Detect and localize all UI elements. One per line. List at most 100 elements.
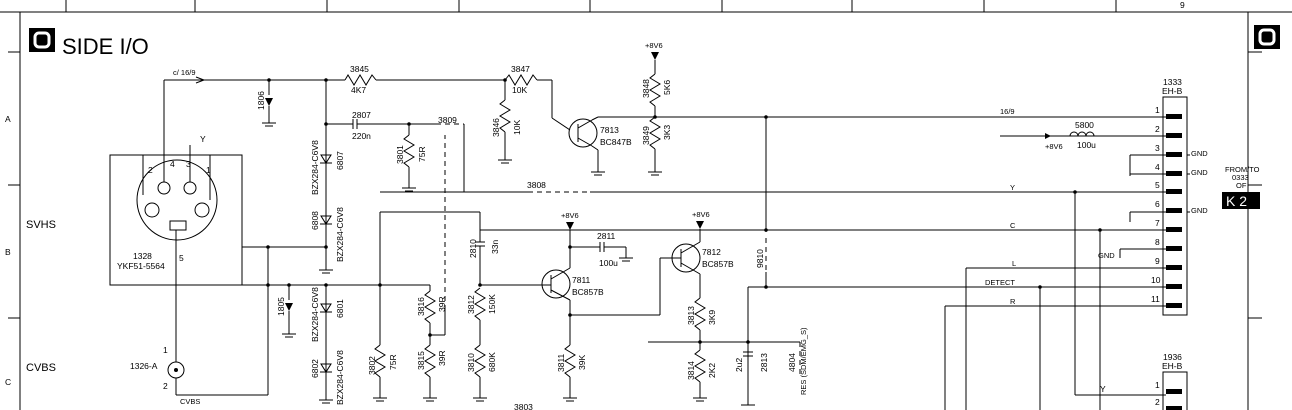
d6801-part: BZX284-C6V8 <box>310 287 320 342</box>
row-marker-b: B <box>5 247 11 257</box>
f1805-ref: 1805 <box>276 297 286 316</box>
d6807-ref: 6807 <box>335 151 345 170</box>
conn1936-pin2: 2 <box>1155 397 1160 407</box>
q7811-symbol <box>540 222 670 402</box>
r3847-val: 10K <box>512 85 527 95</box>
r3846-val: 10K <box>512 120 522 135</box>
conn1333-pin2: 2 <box>1155 124 1160 134</box>
label-cvbs: CVBS <box>26 362 56 374</box>
sig-16-9: 16/9 <box>1000 107 1015 116</box>
r3811-val: 39K <box>577 355 587 370</box>
conn1936-ref: 1936 <box>1163 352 1182 362</box>
cvbs-pin-2: 2 <box>163 381 168 391</box>
c2807-val: 220n <box>352 131 371 141</box>
r3812-ref: 3812 <box>466 295 476 314</box>
conn1333-pin5: 5 <box>1155 180 1160 190</box>
r3849-val: 3K3 <box>662 125 672 140</box>
cvbs-connector <box>167 285 269 396</box>
k2-badge: K 2 <box>1226 193 1247 209</box>
r3801-ref: 3801 <box>395 145 405 164</box>
p4804-val: RES (SDM/EMG_S) <box>799 327 808 395</box>
cvbs-pin-1: 1 <box>163 345 168 355</box>
r3848-r3849-chain <box>648 52 662 176</box>
svhs-pin-2: 2 <box>148 165 153 175</box>
r3802-r3816-r3815 <box>373 135 446 402</box>
q7813-val: BC847B <box>600 137 632 147</box>
conn1333-pin11: 11 <box>1151 294 1160 304</box>
svhs-pin-5: 5 <box>179 253 184 263</box>
net-c16-9-label: c/ 16/9 <box>173 68 196 77</box>
r3848-val: 5K6 <box>662 80 672 95</box>
row-marker-a: A <box>5 114 11 124</box>
c2810-val: 33n <box>490 240 500 254</box>
f1806-symbol <box>262 98 276 127</box>
service-logo-icon-right <box>1254 25 1280 49</box>
r3811-ref: 3811 <box>556 353 566 372</box>
conn1333-pin1: 1 <box>1155 105 1160 115</box>
r3847-ref: 3847 <box>511 64 530 74</box>
zener-6808-icon <box>319 215 333 274</box>
svhs-pin-4: 4 <box>170 159 175 169</box>
d6802-part: BZX284-C6V8 <box>335 350 345 405</box>
supply-8v6-l5800: +8V6 <box>1045 142 1063 151</box>
r3849-ref: 3849 <box>641 126 651 145</box>
r3812-val: 150K <box>487 294 497 314</box>
q7811-val: BC857B <box>572 287 604 297</box>
conn1333-pin8: 8 <box>1155 237 1160 247</box>
r3808-ref: 3808 <box>527 180 546 190</box>
from-to-line1: FROM/TO <box>1225 165 1260 174</box>
bias-network-7811 <box>473 238 540 402</box>
sig-y: Y <box>1010 183 1015 192</box>
c2810-ref: 2810 <box>468 239 478 258</box>
r3815-ref: 3815 <box>416 351 426 370</box>
connector-1936 <box>1140 371 1188 410</box>
gnd-pin8-label: GND <box>1098 251 1115 260</box>
r3815-val: 39R <box>437 350 447 366</box>
f1806-ref: 1806 <box>256 91 266 110</box>
r3845-val: 4K7 <box>351 85 366 95</box>
q7813-ref: 7813 <box>600 125 619 135</box>
sig-l: L <box>1012 259 1016 268</box>
svhs-pin-1: 1 <box>206 165 211 175</box>
l5800-symbol <box>1045 131 1095 139</box>
r3810-val: 680K <box>487 352 497 372</box>
p4804-ref: 4804 <box>787 353 797 372</box>
signal-nets <box>380 117 1140 410</box>
sig-r: R <box>1010 297 1016 306</box>
zener-6807-icon <box>320 154 332 164</box>
q7812-symbol <box>648 221 801 406</box>
d6808-part: BZX284-C6V8 <box>335 207 345 262</box>
svhs-part: YKF51-5564 <box>117 261 165 271</box>
r3848-ref: 3848 <box>641 79 651 98</box>
cvbs-ref: 1326-A <box>130 361 158 371</box>
r3802-ref: 3802 <box>367 356 377 375</box>
svhs-pin-3: 3 <box>186 159 191 169</box>
c2811-val: 100u <box>599 258 618 268</box>
r3813-val: 3K9 <box>707 310 717 325</box>
c2807-net <box>326 119 528 193</box>
gnd-pin4: GND <box>1191 168 1208 177</box>
l5800-ref: 5800 <box>1075 120 1094 130</box>
r3803-ref: 3803 <box>514 402 533 410</box>
column-index: 9 <box>1180 0 1185 10</box>
r3802-val: 75R <box>388 354 398 370</box>
r3814-ref: 3814 <box>686 361 696 380</box>
conn1333-pin3: 3 <box>1155 143 1160 153</box>
net-arrow-icon <box>195 76 206 84</box>
conn1333-type: EH-B <box>1162 86 1183 96</box>
connector-1333 <box>1140 96 1190 316</box>
cvbs-label: CVBS <box>180 397 200 406</box>
d6807-part: BZX284-C6V8 <box>310 140 320 195</box>
sig-c: C <box>1010 221 1016 230</box>
r3846-symbol <box>498 99 512 164</box>
conn1333-pin10: 10 <box>1151 275 1161 285</box>
q7813-symbol <box>568 116 1140 176</box>
conn1936-y-label: Y <box>1100 384 1106 394</box>
conn1333-ref: 1333 <box>1163 77 1182 87</box>
r3809-ref: 3809 <box>438 115 457 125</box>
d6801-ref: 6801 <box>335 299 345 318</box>
r3810-ref: 3810 <box>466 353 476 372</box>
label-svhs: SVHS <box>26 219 56 231</box>
q7812-val: BC857B <box>702 259 734 269</box>
